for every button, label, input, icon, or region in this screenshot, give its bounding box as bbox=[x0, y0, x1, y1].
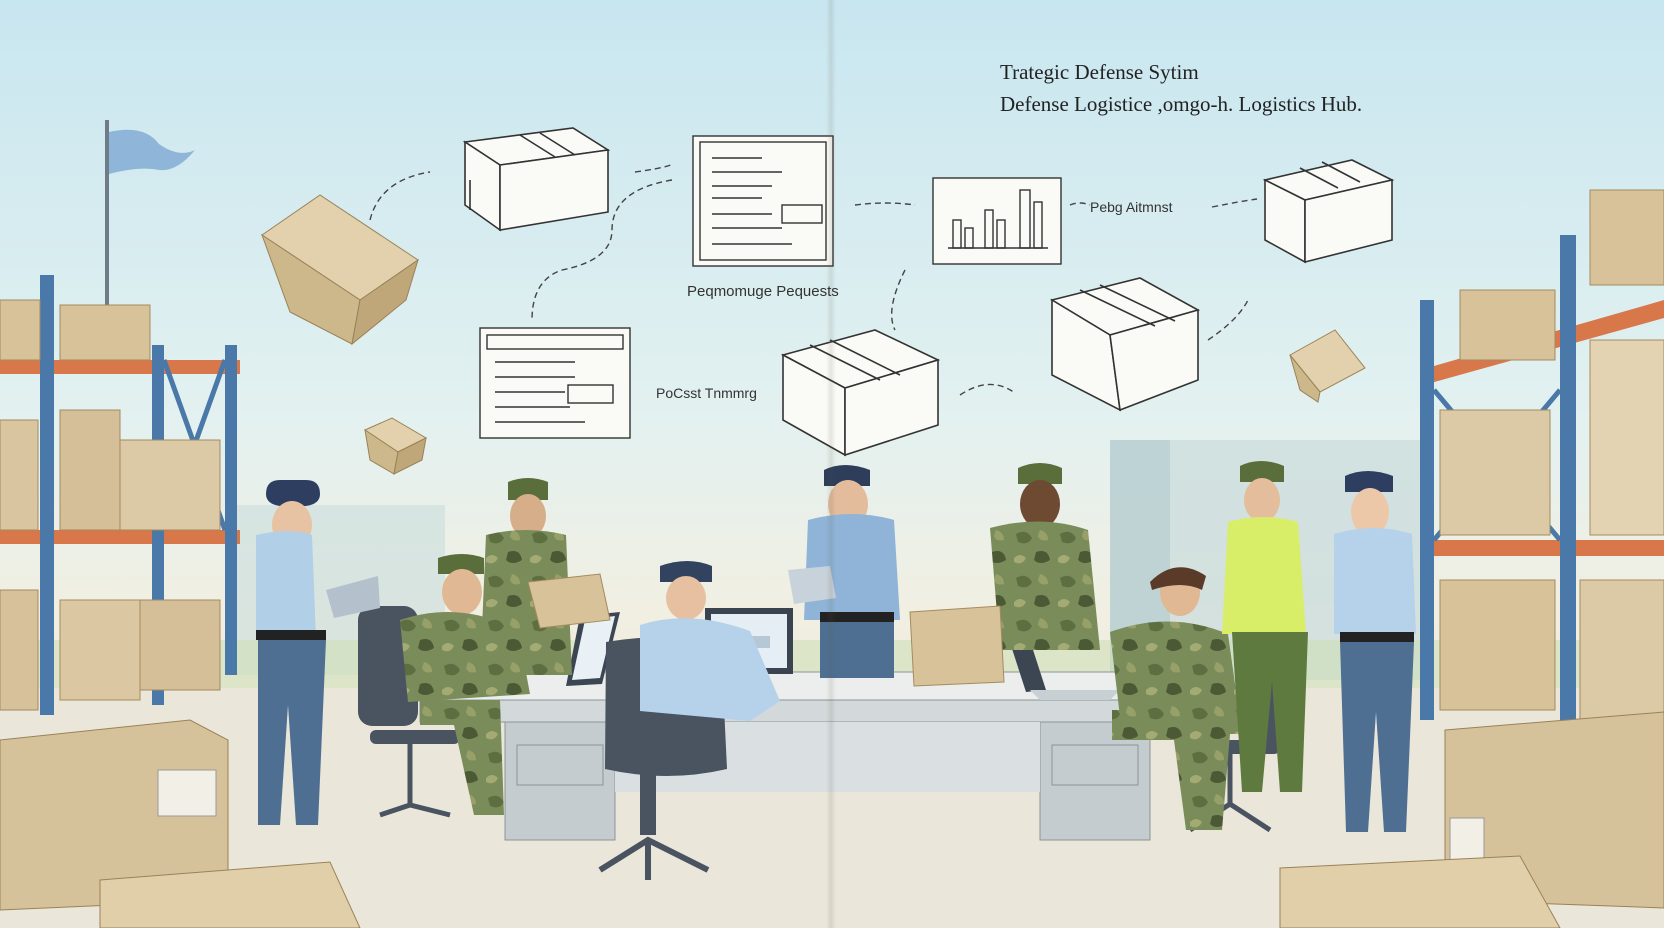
flow-arrows bbox=[369, 163, 1258, 396]
soldier-handing-box bbox=[909, 463, 1100, 687]
officer-left bbox=[256, 480, 380, 825]
title-line-2: Defense Logistice ,omgo-h. Logistics Hub… bbox=[1000, 92, 1363, 116]
page-fold bbox=[826, 0, 836, 928]
flag bbox=[105, 120, 195, 330]
officer-tablet bbox=[788, 465, 900, 678]
foreground-box-right bbox=[1279, 711, 1664, 928]
soldier-seated-left bbox=[400, 554, 530, 815]
left-shelving bbox=[0, 275, 240, 715]
sketch-box-2 bbox=[1262, 159, 1395, 264]
sketch-bar-chart bbox=[932, 177, 1062, 265]
title-line-1: Trategic Defense Sytim bbox=[1000, 60, 1199, 84]
sketch-box-4 bbox=[1049, 277, 1201, 412]
sketch-document-requests bbox=[692, 135, 834, 267]
sketch-box-3 bbox=[780, 329, 941, 457]
sketch-box-1 bbox=[462, 127, 611, 232]
officer-seated-center bbox=[640, 561, 780, 721]
soldier-seated-right bbox=[1110, 567, 1242, 830]
officer-right bbox=[1334, 471, 1416, 832]
floating-box-right bbox=[1289, 329, 1366, 403]
guard-hi-vis bbox=[1222, 461, 1308, 792]
floating-box-small bbox=[363, 417, 428, 475]
requests-label: Peqmomuge Pequests bbox=[687, 283, 839, 300]
forward-label: Pebg Aitmnst bbox=[1090, 199, 1173, 215]
floating-box-large bbox=[261, 194, 419, 346]
right-shelving bbox=[1420, 189, 1664, 755]
sketch-document-tracking bbox=[479, 327, 631, 439]
foreground-box-left bbox=[0, 719, 361, 928]
tracking-label: PoCsst Tnmmrg bbox=[656, 385, 757, 401]
